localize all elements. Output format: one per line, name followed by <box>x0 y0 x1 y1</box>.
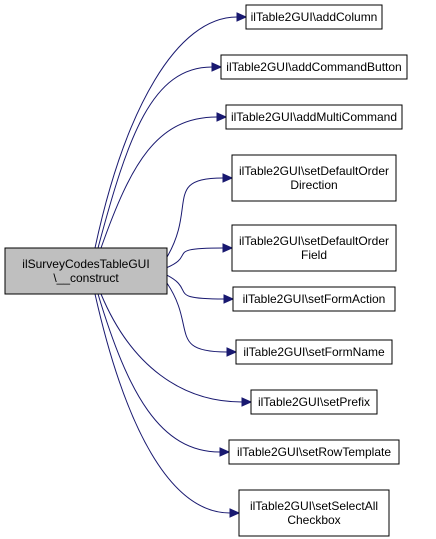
arrowhead <box>222 243 234 253</box>
node-add-command-button[interactable]: ilTable2GUI\addCommandButton <box>220 54 408 80</box>
node-set-form-action[interactable]: ilTable2GUI\setFormAction <box>232 286 396 312</box>
edge-to-set-select-all-checkbox <box>94 293 231 514</box>
node-label-line: \__construct <box>53 271 119 285</box>
node-box <box>250 389 378 415</box>
node-add-multi-command[interactable]: ilTable2GUI\addMultiCommand <box>225 104 403 130</box>
node-box <box>231 224 397 272</box>
node-box <box>4 247 168 295</box>
node-label-line: ilTable2GUI\setSelectAll <box>250 499 378 513</box>
node-box <box>245 4 383 30</box>
node-label-line: ilTable2GUI\addMultiCommand <box>231 110 397 124</box>
node-label-line: ilTable2GUI\setPrefix <box>258 395 370 409</box>
node-label-line: Field <box>301 248 327 262</box>
arrowhead <box>229 508 241 518</box>
node-label-line: ilTable2GUI\setDefaultOrder <box>239 234 389 248</box>
arrowhead <box>222 173 234 183</box>
edge-to-add-multi-command <box>100 116 218 249</box>
node-label-line: ilTable2GUI\setFormName <box>243 345 385 359</box>
edge-to-set-default-order-field <box>166 247 224 269</box>
arrowhead <box>226 347 238 357</box>
node-box <box>225 104 403 130</box>
arrowhead <box>211 62 223 72</box>
node-box <box>231 154 397 202</box>
node-label-line: ilTable2GUI\addCommandButton <box>226 60 401 74</box>
edge-to-set-prefix <box>100 293 243 403</box>
arrowhead <box>223 294 235 304</box>
node-box <box>228 439 400 465</box>
arrowhead <box>216 112 228 122</box>
root-node[interactable]: ilSurveyCodesTableGUI\__construct <box>4 247 168 295</box>
node-label-line: ilTable2GUI\setRowTemplate <box>237 445 391 459</box>
node-box <box>238 489 390 537</box>
edge-to-add-command-button <box>97 66 213 249</box>
edge-to-set-form-action <box>166 274 225 300</box>
node-add-column[interactable]: ilTable2GUI\addColumn <box>245 4 383 30</box>
edge-to-add-column <box>94 16 238 249</box>
node-label-line: ilTable2GUI\setFormAction <box>243 292 386 306</box>
arrowhead <box>219 447 231 457</box>
node-label-line: ilTable2GUI\addColumn <box>251 10 378 24</box>
edge-to-set-row-template <box>97 293 221 453</box>
arrowhead <box>236 12 248 22</box>
edge-to-set-form-name <box>166 282 228 353</box>
node-set-prefix[interactable]: ilTable2GUI\setPrefix <box>250 389 378 415</box>
node-set-row-template[interactable]: ilTable2GUI\setRowTemplate <box>228 439 400 465</box>
node-box <box>220 54 408 80</box>
node-label-line: Checkbox <box>287 513 340 527</box>
edges-layer <box>94 12 253 518</box>
node-label-line: Direction <box>290 178 337 192</box>
node-label-line: ilTable2GUI\setDefaultOrder <box>239 164 389 178</box>
nodes-layer: ilSurveyCodesTableGUI\__construct ilTable… <box>4 4 408 537</box>
node-label-line: ilSurveyCodesTableGUI <box>22 257 149 271</box>
edge-to-set-default-order-direction <box>166 177 224 258</box>
arrowhead <box>241 397 253 407</box>
node-box <box>232 286 396 312</box>
node-set-form-name[interactable]: ilTable2GUI\setFormName <box>235 339 393 365</box>
node-box <box>235 339 393 365</box>
